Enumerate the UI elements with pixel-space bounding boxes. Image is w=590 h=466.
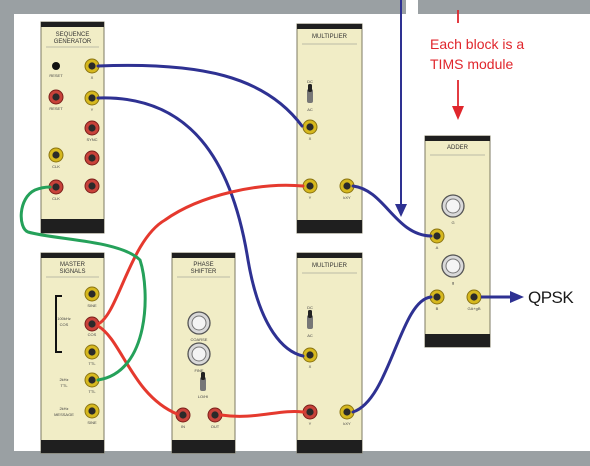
- reset-button[interactable]: [52, 62, 60, 70]
- master-title-2: SIGNALS: [59, 269, 85, 275]
- annotation-line-1: Each block is a: [430, 36, 524, 52]
- mult1-label: AC: [307, 107, 313, 112]
- phase-label: COARSE: [191, 337, 208, 342]
- master-label: MESSAGE: [54, 412, 74, 417]
- blue-pointer-arrowhead: [395, 204, 407, 217]
- seqgen-label: SYNC: [86, 137, 97, 142]
- adder-output-socket[interactable]: [466, 289, 482, 305]
- mult1-label: kXY: [343, 195, 351, 200]
- seqgen-reset-socket[interactable]: [48, 89, 64, 105]
- master-label: TTL: [88, 361, 96, 366]
- red-wire-master-to-mult1: [96, 183, 305, 326]
- mult2-x-socket[interactable]: [302, 347, 318, 363]
- phase-shifter-module: PHASE SHIFTER COARSE FINE LO/HI IN OUT: [171, 252, 236, 454]
- seqgen-label: RESET: [49, 106, 63, 111]
- annotation-arrowhead: [452, 106, 464, 120]
- phase-title-1: PHASE: [193, 262, 213, 268]
- master-2khz-sine-socket[interactable]: [84, 403, 100, 419]
- patch-wires: [19, 0, 433, 418]
- master-label: SINE: [87, 420, 97, 425]
- red-wire-master-to-phase: [96, 324, 179, 416]
- green-wire-ttl-to-clk: [19, 185, 147, 382]
- master-100khz-ttl-socket[interactable]: [84, 344, 100, 360]
- mult2-label: X: [309, 364, 312, 369]
- red-wire-phase-to-mult2: [219, 409, 305, 418]
- adder-module: ADDER G g A B GA+gB: [424, 135, 491, 348]
- sequence-generator-module: SEQUENCE GENERATOR RESET RESET CLK CLK X…: [40, 21, 105, 234]
- mult2-label: kXY: [343, 421, 351, 426]
- mult2-label: DC: [307, 305, 313, 310]
- adder-label: GA+gB: [467, 306, 480, 311]
- annotation-line-2: TIMS module: [430, 56, 513, 72]
- blue-wire-mult2-to-adder: [351, 295, 433, 414]
- coarse-knob[interactable]: [187, 311, 211, 335]
- mult2-y-socket[interactable]: [302, 404, 318, 420]
- phase-label: LO/HI: [198, 394, 208, 399]
- phase-label: IN: [181, 424, 185, 429]
- phase-title-2: SHIFTER: [191, 269, 217, 275]
- master-signals-module: MASTER SIGNALS 100kHz COS 2kHz TTL 2kHz …: [40, 252, 105, 454]
- qpsk-label: QPSK: [528, 288, 574, 307]
- phase-label: OUT: [211, 424, 220, 429]
- blue-wire-mult1-to-adder: [351, 184, 433, 238]
- mult1-label: X: [309, 136, 312, 141]
- qpsk-output: QPSK: [481, 288, 575, 307]
- mult1-x-socket[interactable]: [302, 119, 318, 135]
- adder-label: B: [436, 306, 439, 311]
- fine-knob[interactable]: [187, 342, 211, 366]
- mult2-label: Y: [309, 421, 312, 426]
- seqgen-label: CLK: [52, 164, 60, 169]
- adder-g-knob[interactable]: [441, 194, 465, 218]
- master-label: SINE: [87, 303, 97, 308]
- master-label: COS: [88, 332, 97, 337]
- seqgen-sync-socket[interactable]: [84, 120, 100, 136]
- module-annotation: Each block is a TIMS module: [430, 10, 524, 120]
- seqgen-title-1: SEQUENCE: [56, 32, 90, 38]
- seqgen-title-2: GENERATOR: [54, 39, 92, 45]
- seqgen-label: Y: [91, 107, 94, 112]
- master-label: 2kHz: [59, 377, 68, 382]
- mult1-title: MULTIPLIER: [312, 34, 348, 40]
- adder-title: ADDER: [447, 145, 469, 151]
- master-title-1: MASTER: [60, 262, 86, 268]
- adder-label: A: [436, 245, 439, 250]
- blue-wire-x-to-mult1: [96, 63, 304, 128]
- multiplier-bottom-module: MULTIPLIER DC AC X Y kXY: [296, 252, 363, 454]
- seqgen-label: RESET: [49, 73, 63, 78]
- seqgen-label: CLK: [52, 196, 60, 201]
- master-label: 100kHz: [57, 316, 71, 321]
- blue-wire-y-to-mult2: [96, 96, 305, 358]
- seqgen-label: X: [91, 75, 94, 80]
- mult1-label: DC: [307, 79, 313, 84]
- master-label: TTL: [88, 389, 96, 394]
- master-label: COS: [60, 322, 69, 327]
- seqgen-socket[interactable]: [84, 178, 100, 194]
- master-label: 2kHz: [59, 406, 68, 411]
- seqgen-clk-input-yellow[interactable]: [48, 147, 64, 163]
- seqgen-socket[interactable]: [84, 150, 100, 166]
- master-100khz-sine-socket[interactable]: [84, 286, 100, 302]
- mult1-label: Y: [309, 195, 312, 200]
- mult1-y-socket[interactable]: [302, 178, 318, 194]
- adder-label: g: [452, 280, 454, 285]
- mult2-label: AC: [307, 333, 313, 338]
- mult2-title: MULTIPLIER: [312, 263, 348, 269]
- multiplier-top-module: MULTIPLIER DC AC X Y kXY: [296, 23, 363, 234]
- master-label: TTL: [60, 383, 68, 388]
- phase-label: FINE: [194, 368, 203, 373]
- adder-small-g-knob[interactable]: [441, 254, 465, 278]
- output-arrowhead: [510, 291, 524, 303]
- adder-label: G: [451, 220, 454, 225]
